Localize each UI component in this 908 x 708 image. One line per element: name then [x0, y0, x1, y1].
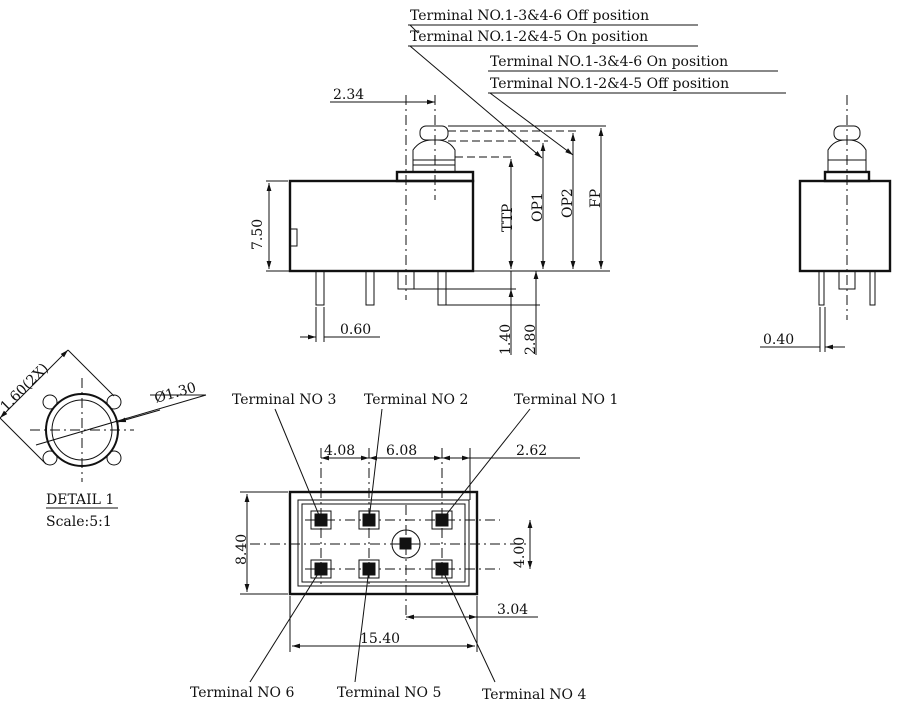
label-op1: OP1 [530, 192, 546, 222]
terminal-1-label: Terminal NO 1 [514, 392, 618, 408]
dim-pin-width: 0.60 [340, 322, 371, 338]
position-notes: Terminal NO.1-3&4-6 Off position Termina… [408, 8, 786, 159]
terminal-3-label: Terminal NO 3 [232, 392, 336, 408]
dim-pin-2: 2.80 [523, 324, 539, 355]
dim-height: 7.50 [250, 219, 266, 250]
label-ttp: TTP [500, 204, 516, 232]
dim-row: 4.00 [512, 537, 528, 568]
dim-center: 3.04 [497, 602, 528, 618]
terminal-4-label: Terminal NO 4 [482, 687, 586, 703]
bottom-view: Terminal NO 3 Terminal NO 2 Terminal NO … [190, 392, 618, 703]
terminal-6-label: Terminal NO 6 [190, 685, 294, 701]
dim-offset: 2.34 [333, 87, 364, 103]
dim-pin-1: 1.40 [498, 324, 514, 355]
dim-b: 6.08 [386, 443, 417, 459]
note-1: Terminal NO.1-3&4-6 Off position [410, 8, 649, 24]
label-fp: FP [588, 189, 604, 208]
detail-1: Ø1.30 1.60(2X) DETAIL 1 Scale:5:1 [0, 349, 207, 530]
detail-title: DETAIL 1 [46, 492, 114, 508]
side-view: 2.34 7.50 TTP OP1 OP2 FP 1.40 2.80 0.6 [250, 87, 610, 355]
terminal-pads [310, 510, 453, 579]
dim-a: 4.08 [324, 443, 355, 459]
label-op2: OP2 [560, 188, 576, 218]
detail-scale: Scale:5:1 [46, 514, 112, 530]
note-3: Terminal NO.1-3&4-6 On position [490, 54, 728, 70]
note-2: Terminal NO.1-2&4-5 On position [410, 29, 648, 45]
dim-length: 15.40 [360, 631, 400, 647]
dim-end-pin: 0.40 [763, 332, 794, 348]
dim-diameter: Ø1.30 [153, 380, 198, 407]
dim-c: 2.62 [516, 443, 547, 459]
end-view: 0.40 [760, 95, 892, 352]
note-4: Terminal NO.1-2&4-5 Off position [490, 76, 729, 92]
terminal-2-label: Terminal NO 2 [364, 392, 468, 408]
dim-height-bottom: 8.40 [234, 534, 250, 565]
terminal-5-label: Terminal NO 5 [337, 685, 441, 701]
